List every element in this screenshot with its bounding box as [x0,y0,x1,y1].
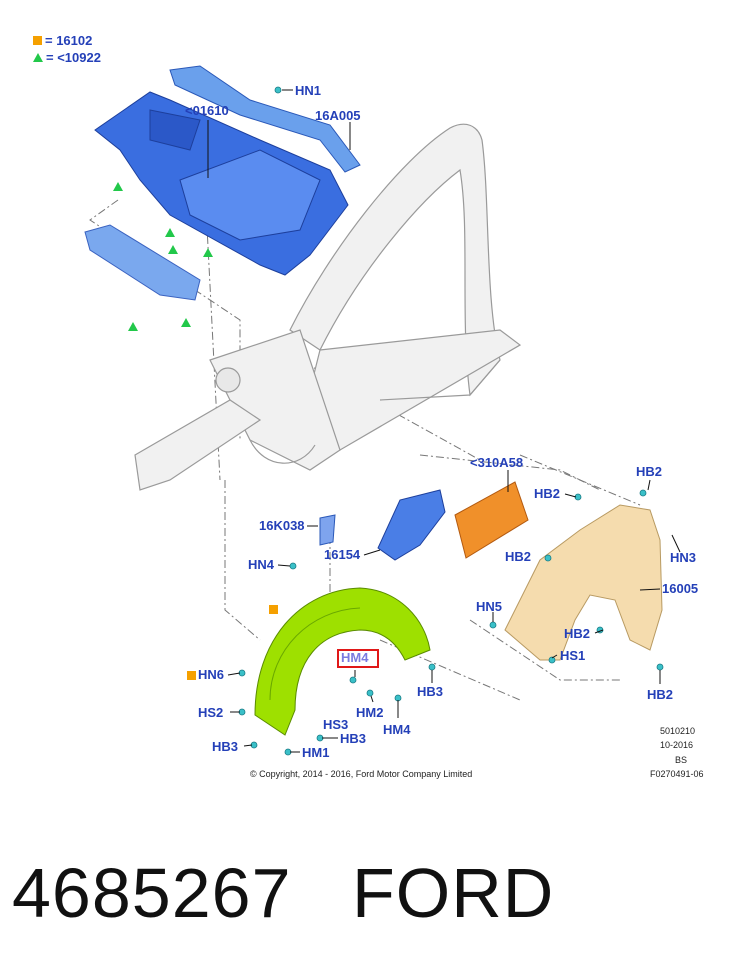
insulator-pad [454,481,529,559]
label-hn6: HN6 [198,667,225,682]
legend-square: = 16102 [33,33,92,48]
bracket-16k038 [319,514,336,546]
dash-reinforcement [84,224,201,301]
label-hb3-b: HB3 [340,731,367,746]
cowl-top-bar [169,65,361,173]
label-hb2-a: HB2 [534,486,561,501]
legend-triangle-text: = <10922 [46,50,101,65]
label-hm2: HM2 [356,705,384,720]
label-16005: 16005 [662,581,699,596]
dash-panel [94,91,349,276]
label-16154: 16154 [324,547,361,562]
highlight-box [337,649,379,668]
label-hn1: HN1 [295,83,322,98]
label-hm4: HM4 [383,722,411,737]
label-hb2-top: HB2 [636,464,663,479]
legend-triangle: = <10922 [33,50,101,65]
square-marker-icon [33,36,42,45]
copyright: © Copyright, 2014 - 2016, Ford Motor Com… [250,769,473,779]
label-16k038: 16K038 [259,518,305,533]
label-hb2-c: HB2 [564,626,591,641]
front-rail [134,399,262,491]
label-hm1: HM1 [302,745,330,760]
label-16a005: 16A005 [315,108,361,123]
wheel-liner [254,587,431,736]
label-hm4-highlight[interactable]: HM4 [341,650,369,665]
label-hn5: HN5 [476,599,503,614]
label-hn3: HN3 [670,550,697,565]
label-hb2-bottom: HB2 [647,687,674,702]
label-310a58: <310A58 [470,455,524,470]
label-hs1: HS1 [560,648,586,663]
label-hb3-c: HB3 [212,739,239,754]
label-01610: <01610 [185,103,229,118]
info-code1: 5010210 [660,726,696,736]
label-hb2-b: HB2 [505,549,532,564]
brand: FORD [352,854,555,932]
bracket-16154 [377,489,446,561]
info-date: 10-2016 [660,740,694,750]
part-number: 4685267 [12,854,292,932]
legend-square-text: = 16102 [45,33,93,48]
triangle-marker-icon [33,53,43,62]
fender [504,504,663,661]
label-hn4: HN4 [248,557,275,572]
info-code2: BS [675,755,688,765]
info-figure: F0270491-06 [650,769,704,779]
label-hs2: HS2 [198,705,224,720]
label-hs3: HS3 [323,717,349,732]
label-hb3-a: HB3 [417,684,444,699]
